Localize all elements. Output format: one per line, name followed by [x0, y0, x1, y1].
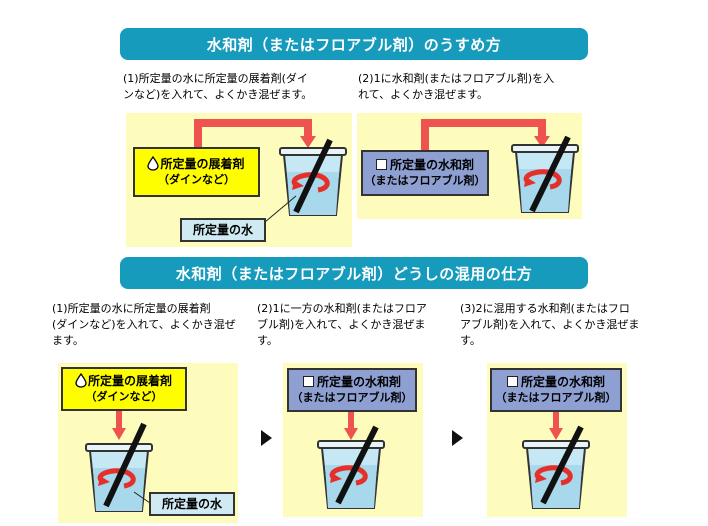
section2-step1-line-a: (1)所定量の水に所定量の展着剤 [52, 302, 211, 315]
next-arrow-icon [261, 430, 272, 446]
section1-step1-line-a: (1)所定量の水に所定量の展着剤(ダイ [123, 72, 308, 85]
next-arrow-icon [452, 430, 463, 446]
section2-step3-wp-sub: （またはフロアブル剤） [495, 391, 617, 404]
checkbox-square-icon [375, 159, 387, 170]
section2-step2-wp-sub: （またはフロアブル剤） [291, 391, 413, 404]
section2-step3-line-b: アブル剤)を入れて、よくかき混ぜま [460, 318, 640, 331]
section2-step1-text: (1)所定量の水に所定量の展着剤 (ダインなど)を入れて、よくかき混ぜ ます。 [52, 301, 252, 349]
section2-step3-wp-box: 所定量の水和剤 （またはフロアブル剤） [490, 368, 622, 412]
section1-step2-line-a: (2)1に水和剤(またはフロアブル剤)を入 [358, 72, 555, 85]
section2-step2-text: (2)1に一方の水和剤(またはフロア ブル剤)を入れて、よくかき混ぜま す。 [257, 301, 457, 349]
checkbox-square-icon [302, 376, 314, 387]
section2-step3-wp-label: 所定量の水和剤 [520, 375, 605, 389]
section2-spreader-box: 所定量の展着剤 （ダインなど） [61, 367, 187, 411]
section2-title: 水和剤（またはフロアブル剤）どうしの混用の仕方 [120, 257, 588, 289]
section2-step1-line-c: ます。 [52, 334, 84, 347]
bucket-icon [85, 422, 153, 512]
section2-spreader-sub: （ダインなど） [85, 390, 163, 403]
section2-step2-wp-label: 所定量の水和剤 [316, 375, 401, 389]
section1-wp-label: 所定量の水和剤 [389, 158, 474, 172]
section1-title: 水和剤（またはフロアブル剤）のうすめ方 [120, 28, 588, 60]
drop-icon [147, 155, 160, 171]
section2-step3-line-c: す。 [460, 334, 481, 347]
bucket-icon [511, 135, 579, 213]
section1-water-box: 所定量の水 [180, 218, 266, 242]
section2-water-box: 所定量の水 [149, 492, 235, 516]
drop-icon [75, 372, 87, 388]
section1-water-label: 所定量の水 [192, 223, 253, 237]
section1-spreader-box: 所定量の展着剤 （ダインなど） [133, 147, 260, 197]
section1-step1-text: (1)所定量の水に所定量の展着剤(ダイ ンなど)を入れて、よくかき混ぜます。 [123, 71, 355, 103]
section1-spreader-label: 所定量の展着剤 [160, 157, 245, 171]
section2-step3-text: (3)2に混用する水和剤(またはフロ アブル剤)を入れて、よくかき混ぜま す。 [460, 301, 665, 349]
bucket-icon [522, 425, 590, 509]
checkbox-square-icon [506, 376, 518, 387]
section1-spreader-sub: （ダインなど） [158, 173, 235, 186]
section2-step2-wp-box: 所定量の水和剤 （またはフロアブル剤） [287, 368, 417, 412]
section1-step1-line-b: ンなど)を入れて、よくかき混ぜます。 [123, 88, 313, 101]
bucket-icon [279, 138, 347, 216]
section1-wp-box: 所定量の水和剤 （またはフロアブル剤） [361, 150, 489, 196]
section2-water-label: 所定量の水 [161, 497, 222, 511]
bucket-icon [317, 425, 385, 509]
section2-spreader-label: 所定量の展着剤 [87, 374, 172, 388]
section2-step3-line-a: (3)2に混用する水和剤(またはフロ [460, 302, 630, 315]
section2-step1-line-b: (ダインなど)を入れて、よくかき混ぜ [52, 318, 236, 331]
section1-wp-sub: （またはフロアブル剤） [364, 174, 486, 187]
section2-step2-line-a: (2)1に一方の水和剤(またはフロア [257, 302, 427, 315]
section1-step2-text: (2)1に水和剤(またはフロアブル剤)を入 れて、よくかき混ぜます。 [358, 71, 590, 103]
section1-step2-line-b: れて、よくかき混ぜます。 [358, 88, 489, 101]
section2-step2-line-c: す。 [257, 334, 278, 347]
section2-step2-line-b: ブル剤)を入れて、よくかき混ぜま [257, 318, 426, 331]
